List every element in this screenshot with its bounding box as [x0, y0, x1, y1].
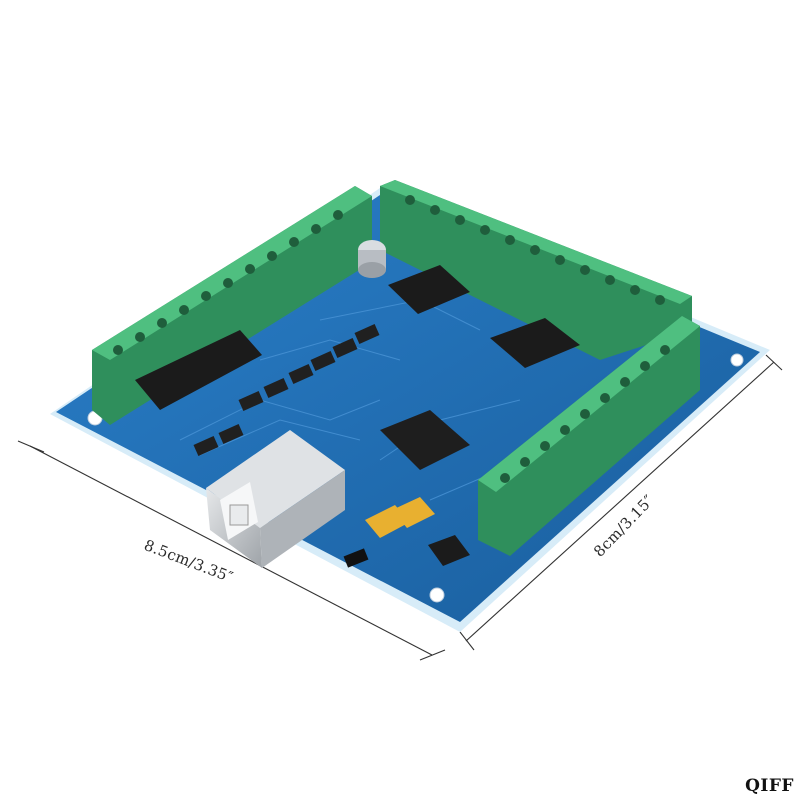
- dimension-lines: [17, 354, 783, 661]
- terminal-block-left: [92, 186, 372, 425]
- terminal-block-top: [380, 180, 692, 360]
- chips: [135, 240, 580, 568]
- brand-watermark: QIFF: [745, 776, 794, 796]
- usb-b-connector: [206, 430, 345, 568]
- terminal-block-right: [478, 316, 700, 556]
